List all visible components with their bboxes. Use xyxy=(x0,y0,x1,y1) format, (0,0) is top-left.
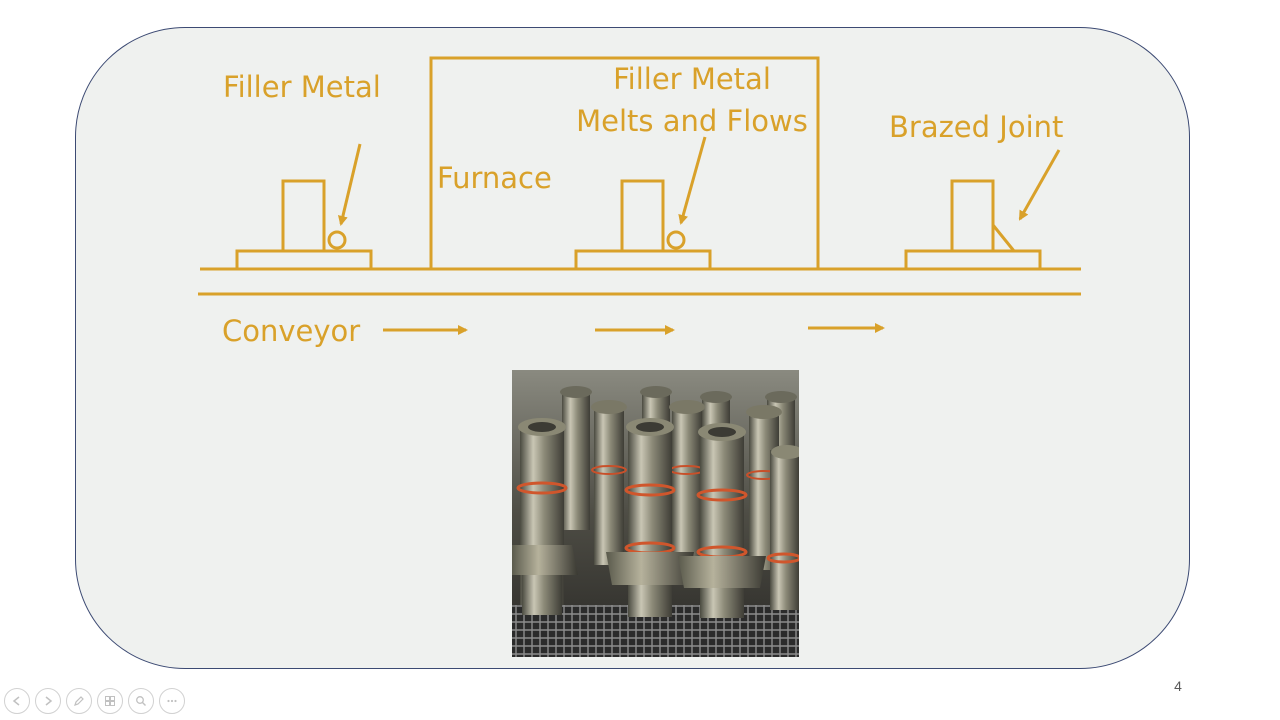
filler-metal-arrow xyxy=(337,143,362,226)
pen-icon xyxy=(74,696,84,706)
previous-slide-button[interactable] xyxy=(4,688,30,714)
slideshow-controls xyxy=(4,688,185,716)
see-all-slides-button[interactable] xyxy=(97,688,123,714)
zoom-icon xyxy=(136,696,146,706)
brazed-fittings-photo xyxy=(512,370,799,657)
label-furnace: Furnace xyxy=(437,161,552,195)
zoom-button[interactable] xyxy=(128,688,154,714)
pen-tool-button[interactable] xyxy=(66,688,92,714)
slides-icon xyxy=(105,696,115,706)
label-brazed-joint: Brazed Joint xyxy=(889,110,1063,144)
label-melts-line1: Filler Metal xyxy=(613,62,771,96)
part-1-filler-ring xyxy=(327,230,347,250)
more-icon xyxy=(167,699,177,703)
melts-flows-arrow xyxy=(678,136,707,225)
previous-icon xyxy=(12,696,20,706)
page-number: 4 xyxy=(1174,678,1182,694)
furnace-outline xyxy=(429,56,820,269)
brazed-joint-arrow xyxy=(1018,149,1061,221)
part-3-fillet xyxy=(991,224,1016,252)
next-slide-button[interactable] xyxy=(35,688,61,714)
part-1-base xyxy=(235,249,373,271)
next-icon xyxy=(45,696,53,706)
part-2-base xyxy=(574,249,712,271)
part-2-filler-ring xyxy=(666,230,686,250)
part-1-post xyxy=(281,179,326,253)
part-2-post xyxy=(620,179,665,253)
label-conveyor: Conveyor xyxy=(222,314,360,348)
part-3-base xyxy=(904,249,1042,271)
label-filler-metal: Filler Metal xyxy=(223,70,381,104)
label-melts-line2: Melts and Flows xyxy=(576,104,808,138)
part-3-post xyxy=(950,179,995,253)
more-options-button[interactable] xyxy=(159,688,185,714)
